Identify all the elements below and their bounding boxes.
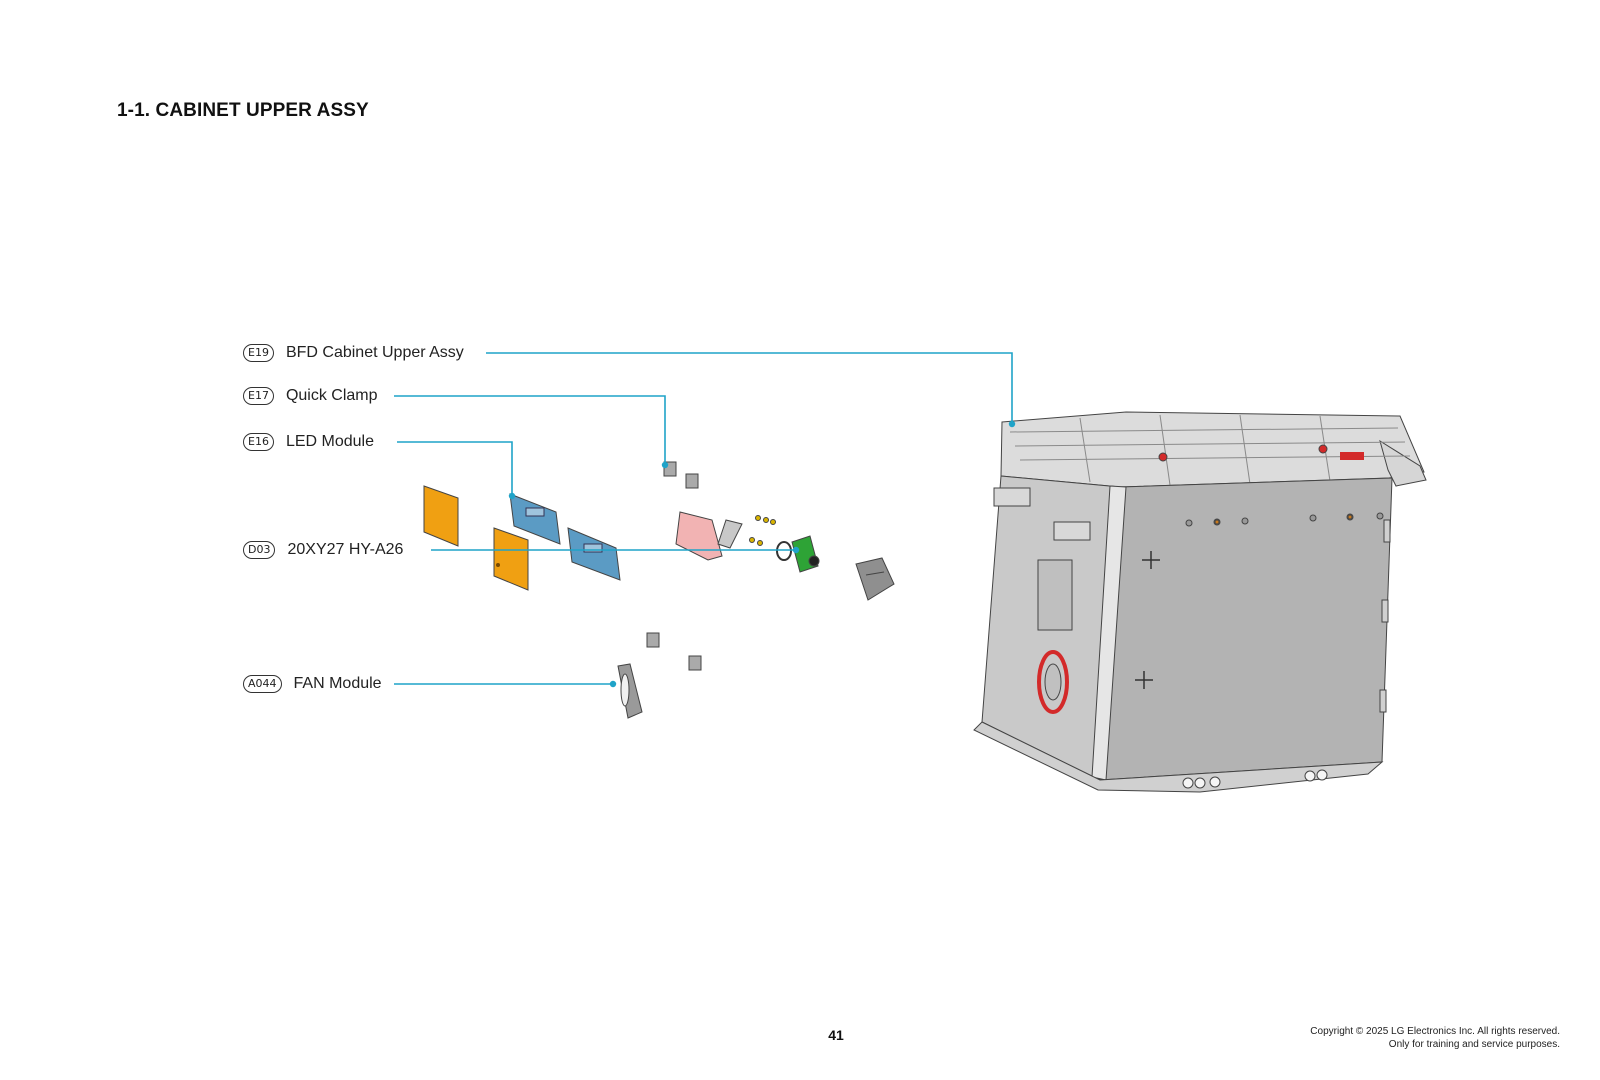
callout-badge-d03: D03 — [243, 541, 276, 559]
callout-e16: E16 LED Module — [243, 429, 374, 455]
callout-label-d03: 20XY27 HY-A26 — [287, 541, 404, 558]
callout-d03: D03 20XY27 HY-A26 — [243, 537, 403, 563]
copyright-notice: Copyright © 2025 LG Electronics Inc. All… — [1310, 1025, 1560, 1051]
callout-label-e16: LED Module — [285, 433, 374, 450]
cabinet-upper-assy-drawing — [973, 411, 1427, 793]
usage-note: Only for training and service purposes. — [1388, 1039, 1560, 1050]
leader-line-e16 — [397, 441, 513, 496]
leader-line-e17 — [394, 395, 666, 465]
callout-badge-e17: E17 — [243, 387, 274, 405]
callout-badge-e19: E19 — [243, 344, 274, 362]
copyright-line: Copyright © 2025 LG Electronics Inc. All… — [1310, 1026, 1560, 1037]
callout-label-e17: Quick Clamp — [285, 387, 378, 404]
callout-e19: E19 BFD Cabinet Upper Assy — [243, 340, 464, 366]
callout-e17: E17 Quick Clamp — [243, 383, 378, 409]
callout-label-a044: FAN Module — [293, 675, 382, 692]
callout-badge-a044: A044 — [243, 675, 282, 693]
section-title: 1-1. CABINET UPPER ASSY — [117, 100, 369, 121]
leader-lines — [394, 352, 1013, 685]
callout-badge-e16: E16 — [243, 433, 274, 451]
page-number: 41 — [828, 1027, 844, 1043]
callout-label-e19: BFD Cabinet Upper Assy — [285, 344, 464, 361]
callout-a044: A044 FAN Module — [243, 671, 382, 697]
exploded-parts — [423, 461, 895, 719]
leader-endpoints — [508, 420, 1016, 688]
leader-line-e19 — [486, 352, 1013, 424]
